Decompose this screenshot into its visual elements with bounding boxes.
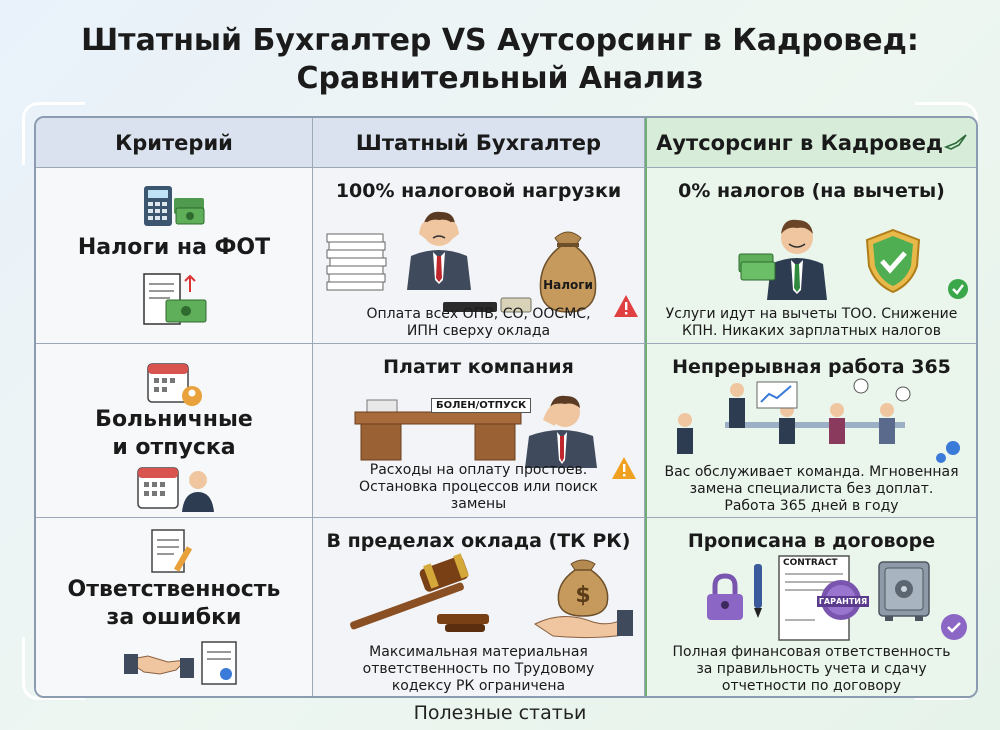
desc-line: отчетности по договору (721, 678, 902, 694)
header-outsource-label: Аутсорсинг в Кадровед (656, 130, 943, 155)
row-liability-outsource: Прописана в договоре CONTRACT ГАРАНТИЯ (645, 518, 976, 696)
row-sick-staff: Платит компания БОЛЕН/ОТПУСК Расходы на … (313, 344, 645, 518)
empty-desk-icon (354, 399, 522, 461)
desc-line: Остановка процессов или поиск (359, 479, 598, 495)
criterion-line: за ошибки (106, 605, 242, 630)
paper-stacks-icon (326, 233, 387, 291)
cell-title: 100% налоговой нагрузки (335, 180, 622, 202)
badge-check-icon (941, 614, 967, 640)
header-outsource: Аутсорсинг в Кадровед (645, 118, 976, 168)
desc-line: Максимальная материальная (369, 644, 588, 660)
gavel-icon (350, 553, 489, 632)
handshake-icon (124, 641, 237, 685)
criterion-line: и отпуска (112, 435, 236, 460)
header-staff: Штатный Бухгалтер (313, 118, 645, 168)
desc-line: ответственность по Трудовому (362, 661, 595, 677)
criterion-line: Ответственность (67, 577, 281, 602)
happy-man-money-icon (738, 219, 827, 300)
desc-line: кодексу РК ограничена (391, 678, 566, 694)
tax-bag-label: Налоги (543, 278, 593, 292)
bird-icon (943, 133, 967, 150)
cell-description: Услуги идут на вычеты ТОО. Снижение КПН.… (655, 306, 968, 340)
desc-line: Оплата всех ОПВ, СО, ООСМС, (366, 306, 591, 322)
padlock-icon (707, 573, 743, 620)
shield-check-icon (865, 228, 921, 294)
cell-description: Вас обслуживает команда. Мгновенная заме… (655, 464, 968, 515)
document-pen-icon (151, 529, 193, 573)
criterion-label: Ответственность за ошибки (36, 576, 312, 632)
row-liability-criterion: Ответственность за ошибки (36, 518, 313, 696)
row-liability-staff: В пределах оклада (ТК РК) $ Максимальная… (313, 518, 645, 696)
footer-link[interactable]: Полезные статьи (413, 702, 587, 724)
row-sick-criterion: Больничные и отпуска (36, 344, 313, 518)
row-sick-outsource: Непрерывная работа 365 Вас обслуживает к… (645, 344, 976, 518)
cell-title: Платит компания (383, 356, 574, 378)
stressed-man-icon (407, 211, 471, 290)
desc-line: Расходы на оплату простоев. (369, 462, 588, 478)
comparison-table: Критерий Штатный Бухгалтер Аутсорсинг в … (34, 116, 978, 698)
calendar-user-icon (147, 363, 202, 406)
cell-description: Расходы на оплату простоев. Остановка пр… (321, 462, 636, 513)
cell-title: 0% налогов (на вычеты) (678, 180, 945, 202)
title-line-1: Штатный Бухгалтер VS Аутсорсинг в Кадров… (81, 23, 919, 58)
guarantee-stamp-label: ГАРАНТИЯ (817, 596, 869, 607)
desc-line: Полная финансовая ответственность (672, 644, 951, 660)
criterion-line: Больничные (95, 407, 253, 432)
contract-label: CONTRACT (783, 558, 838, 568)
svg-text:$: $ (575, 583, 590, 608)
tax-bag-icon (539, 231, 597, 313)
row-taxes-outsource: 0% налогов (на вычеты) Услуги идут на вы… (645, 168, 976, 344)
cell-description: Максимальная материальная ответственност… (321, 644, 636, 695)
cell-title: Прописана в договоре (687, 530, 936, 552)
cell-description: Полная финансовая ответственность за пра… (655, 644, 968, 695)
warning-icon (614, 295, 638, 317)
cell-title: В пределах оклада (ТК РК) (326, 530, 631, 552)
frame-corner (22, 637, 85, 700)
desc-line: КПН. Никаких зарплатных налогов (682, 323, 941, 339)
tired-man-icon (525, 395, 597, 468)
desc-line: за правильность учета и сдачу (696, 661, 927, 677)
desc-line: Услуги идут на вычеты ТОО. Снижение (665, 306, 958, 322)
desc-line: ИПН сверху оклада (406, 323, 551, 339)
row-taxes-staff: 100% налоговой нагрузки Налоги (313, 168, 645, 344)
keyboard-money-icon (443, 297, 532, 313)
document-money-icon (143, 273, 207, 325)
title-line-2: Сравнительный Анализ (296, 61, 704, 96)
criterion-label: Налоги на ФОТ (77, 235, 271, 260)
team-office-icon (677, 378, 960, 463)
header-criterion: Критерий (36, 118, 313, 168)
hand-money-bag-icon: $ (534, 559, 633, 639)
warning-icon (612, 457, 636, 479)
frame-corner (22, 102, 85, 165)
cell-title: Непрерывная работа 365 (672, 356, 951, 378)
desc-line: Работа 365 дней в году (724, 498, 899, 514)
check-circle-icon (948, 279, 968, 299)
desc-line: Вас обслуживает команда. Мгновенная (664, 464, 959, 480)
calendar-person-icon (137, 467, 214, 512)
desc-line: замены (450, 496, 507, 512)
page-title: Штатный Бухгалтер VS Аутсорсинг в Кадров… (0, 22, 1000, 98)
criterion-label: Больничные и отпуска (36, 406, 312, 462)
sick-leave-sign: БОЛЕН/ОТПУСК (431, 398, 532, 413)
cell-description: Оплата всех ОПВ, СО, ООСМС, ИПН сверху о… (321, 306, 636, 340)
safe-icon (878, 561, 930, 621)
pen-icon (754, 564, 762, 618)
calculator-icon (144, 186, 205, 226)
desc-line: замена специалиста без доплат. (689, 481, 934, 497)
row-taxes-criterion: Налоги на ФОТ (36, 168, 313, 344)
